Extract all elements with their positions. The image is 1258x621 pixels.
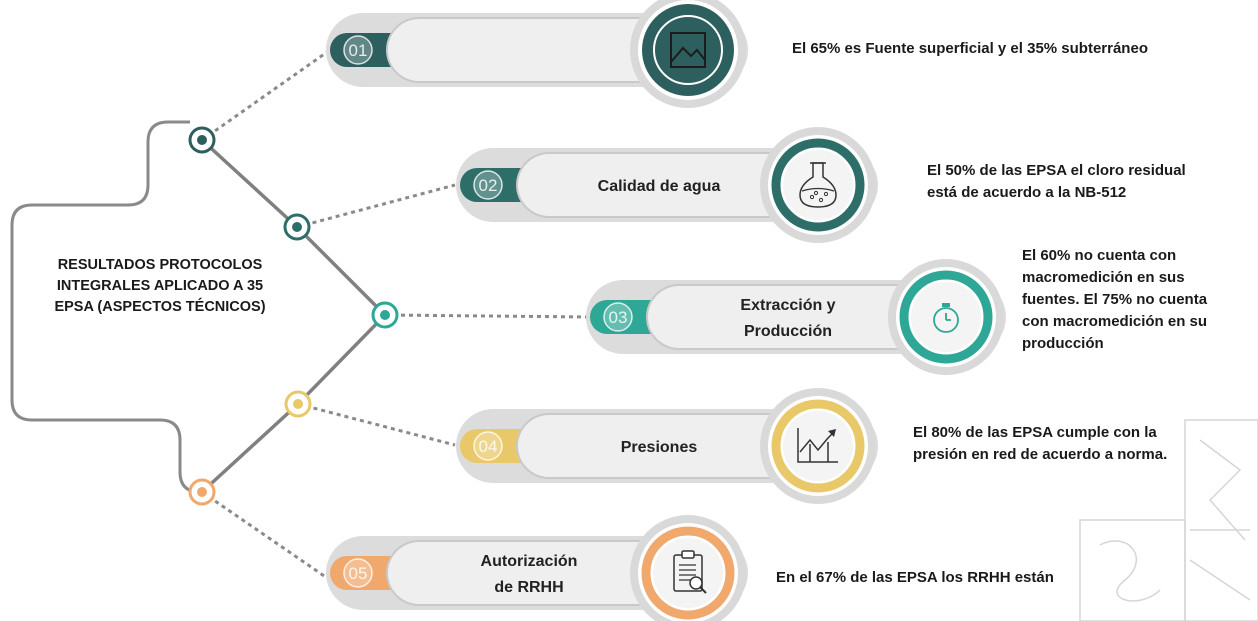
flask-icon <box>799 162 837 208</box>
stopwatch-icon <box>933 303 959 333</box>
label-pill <box>648 286 950 348</box>
number-label: 01 <box>349 41 368 60</box>
connector-node <box>283 213 311 241</box>
icon-badge <box>630 0 746 108</box>
item-label: Producción <box>744 323 832 340</box>
label-pill <box>518 154 820 216</box>
number-label: 04 <box>479 437 498 456</box>
connector-node <box>284 390 312 418</box>
icon-badge <box>760 388 876 504</box>
caption-01: El 65% es Fuente superficial y el 35% su… <box>792 38 1148 60</box>
watermark-seal <box>1079 419 1258 621</box>
number-label: 05 <box>349 564 368 583</box>
diagram-title: RESULTADOS PROTOCOLOS INTEGRALES APLICAD… <box>30 255 290 318</box>
caption-line: producción <box>1022 335 1104 352</box>
caption-line: El 50% de las EPSA el cloro residual <box>927 162 1186 179</box>
caption-02: El 50% de las EPSA el cloro residual est… <box>927 160 1186 204</box>
icon-badge <box>888 259 1004 375</box>
item-label: Autorización <box>481 553 578 570</box>
caption-line: El 65% es Fuente superficial y el 35% su… <box>792 40 1148 57</box>
connector-node <box>188 478 216 506</box>
caption-line: con macromedición en su <box>1022 313 1208 330</box>
dotted-connectors <box>201 48 591 582</box>
clipboard-search-icon <box>673 550 707 594</box>
item-label: Calidad de agua <box>598 178 721 195</box>
title-line: EPSA (ASPECTOS TÉCNICOS) <box>54 299 266 315</box>
item-pill-04: 04 Presiones <box>456 388 878 504</box>
icon-badge <box>760 127 876 243</box>
item-pill-05: 05 Autorización de RRHH <box>326 515 748 621</box>
item-label: Presiones <box>621 439 698 456</box>
item-pill-03: 03 Extracción y Producción <box>586 259 1006 375</box>
caption-line: presión en red de acuerdo a norma. <box>913 446 1168 463</box>
item-label: Extracción y <box>740 297 835 314</box>
caption-line: En el 67% de las EPSA los RRHH están <box>776 569 1054 586</box>
caption-line: El 80% de las EPSA cumple con la <box>913 424 1157 441</box>
label-pill <box>388 19 690 81</box>
number-label: 02 <box>479 176 498 195</box>
chart-growth-icon <box>797 428 838 463</box>
connector-node <box>188 126 216 154</box>
caption-04: El 80% de las EPSA cumple con la presión… <box>913 422 1167 466</box>
caption-03: El 60% no cuenta con macromedición en su… <box>1022 245 1207 355</box>
caption-line: fuentes. El 75% no cuenta <box>1022 291 1208 308</box>
icon-badge <box>630 515 746 621</box>
label-pill <box>388 542 690 604</box>
title-line: INTEGRALES APLICADO A 35 <box>56 278 264 294</box>
caption-line: macromedición en sus <box>1022 269 1185 286</box>
item-pill-01: 01 <box>326 0 748 108</box>
bracket-line <box>10 120 201 494</box>
title-line: RESULTADOS PROTOCOLOS <box>57 257 263 273</box>
connector-node <box>371 301 399 329</box>
caption-line: El 60% no cuenta con <box>1022 247 1177 264</box>
label-pill <box>518 415 820 477</box>
item-pill-02: 02 Calidad de agua <box>456 127 878 243</box>
caption-line: está de acuerdo a la NB-512 <box>927 184 1127 201</box>
number-label: 03 <box>609 308 628 327</box>
image-icon <box>670 32 706 68</box>
caption-05: En el 67% de las EPSA los RRHH están <box>776 567 1054 589</box>
item-label: de RRHH <box>494 579 563 596</box>
